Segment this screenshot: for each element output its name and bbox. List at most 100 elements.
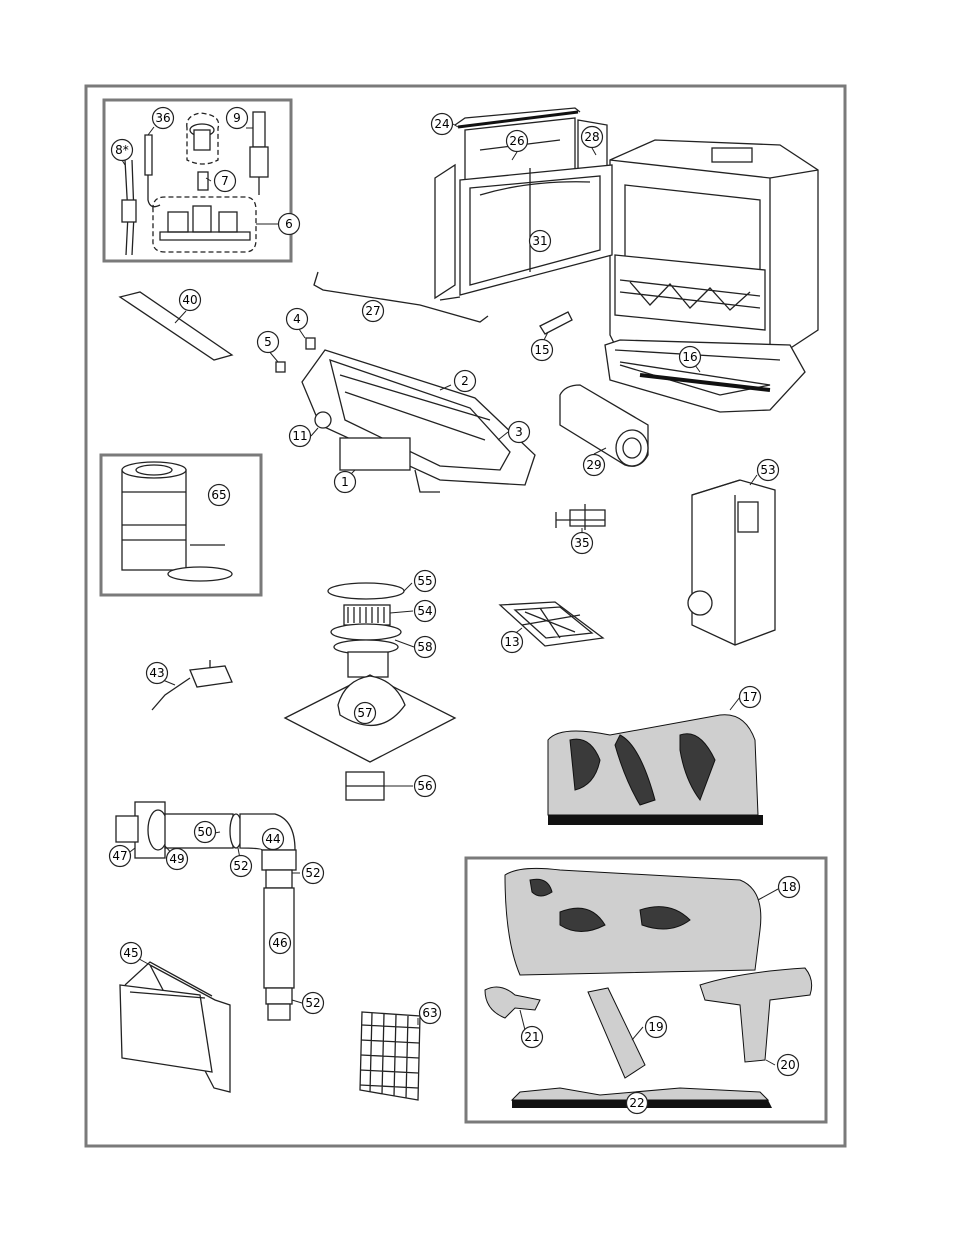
callout-circle	[413, 774, 437, 798]
callout-p56: 56	[413, 774, 437, 798]
part-43-illustration	[151, 660, 233, 711]
callout-p27: 27	[361, 299, 385, 323]
callout-circle	[738, 685, 762, 709]
callout-p46: 46	[268, 931, 292, 955]
callout-p8: 8*	[110, 138, 134, 162]
callout-circle	[413, 635, 437, 659]
callout-p52a: 52	[229, 854, 253, 878]
callout-p55: 55	[413, 569, 437, 593]
callout-circle	[285, 307, 309, 331]
part-45-illustration	[119, 961, 231, 1093]
callout-label: 52	[233, 859, 248, 873]
callout-circle	[301, 861, 325, 885]
callout-circle	[500, 630, 524, 654]
callout-label: 46	[272, 936, 287, 950]
part-53-illustration	[687, 479, 776, 646]
callout-p2: 2	[453, 369, 477, 393]
callout-p13: 13	[500, 630, 524, 654]
callout-label: 35	[574, 536, 589, 550]
callout-p4: 4	[285, 307, 309, 331]
callout-circle	[520, 1025, 544, 1049]
outer-border	[84, 84, 847, 1148]
callout-label: 28	[584, 130, 599, 144]
callout-label: 50	[197, 825, 212, 839]
callout-label: 21	[524, 1030, 539, 1044]
callout-circle	[277, 212, 301, 236]
callout-label: 16	[682, 350, 697, 364]
callout-label: 53	[760, 463, 775, 477]
callout-label: 20	[780, 1058, 795, 1072]
callout-circle	[301, 991, 325, 1015]
callout-circle	[225, 106, 249, 130]
callout-p28: 28	[580, 125, 604, 149]
callout-p22: 22	[625, 1091, 649, 1115]
callout-label: 44	[265, 832, 280, 846]
part-13-illustration	[498, 601, 605, 647]
callout-circle	[268, 931, 292, 955]
part-35-illustration	[555, 504, 606, 530]
callout-p1: 1	[333, 470, 357, 494]
callout-circle	[570, 531, 594, 555]
callout-label: 55	[417, 574, 432, 588]
callout-label: 1	[341, 475, 349, 489]
callout-label: 24	[434, 117, 449, 131]
callout-label: 5	[264, 335, 272, 349]
callout-circle	[530, 338, 554, 362]
callout-circle	[528, 229, 552, 253]
callout-p19: 19	[644, 1015, 668, 1039]
callout-label: 15	[534, 343, 549, 357]
callout-p24: 24	[430, 112, 454, 136]
callout-p65: 65	[207, 483, 231, 507]
part-15-illustration	[539, 311, 573, 335]
callout-p43: 43	[145, 661, 169, 685]
callout-label: 56	[417, 779, 432, 793]
callout-p52c: 52	[301, 991, 325, 1015]
callout-label: 65	[211, 488, 226, 502]
callout-circle	[288, 424, 312, 448]
callout-circle	[207, 483, 231, 507]
callout-p18: 18	[777, 875, 801, 899]
callout-p52b: 52	[301, 861, 325, 885]
callout-circle	[625, 1091, 649, 1115]
callout-p16: 16	[678, 345, 702, 369]
callout-label: 13	[504, 635, 519, 649]
callout-circle	[582, 453, 606, 477]
callout-p20: 20	[776, 1053, 800, 1077]
callout-circle	[418, 1001, 442, 1025]
callout-circle	[644, 1015, 668, 1039]
callout-label: 31	[532, 234, 547, 248]
callout-circle	[261, 827, 285, 851]
callout-circle	[507, 420, 531, 444]
rod-27-illustration	[313, 271, 489, 323]
callout-p54: 54	[413, 599, 437, 623]
callout-p31: 31	[528, 229, 552, 253]
burner-assembly-illustration	[301, 349, 536, 493]
vent-adapter-inset	[99, 453, 263, 597]
callout-p45: 45	[119, 941, 143, 965]
callout-label: 45	[123, 946, 138, 960]
callout-label: 17	[742, 690, 757, 704]
callout-label: 63	[422, 1006, 437, 1020]
callout-circle	[430, 112, 454, 136]
callout-label: 43	[149, 666, 164, 680]
callout-label: 6	[285, 217, 293, 231]
callout-label: 54	[417, 604, 432, 618]
bracket-40-illustration	[118, 291, 234, 361]
callout-p3: 3	[507, 420, 531, 444]
callout-p29: 29	[582, 453, 606, 477]
callout-label: 9	[233, 111, 241, 125]
callout-label: 52	[305, 996, 320, 1010]
callout-label: 29	[586, 458, 601, 472]
log-set-18-22-illustration	[484, 867, 813, 1108]
callout-label: 52	[305, 866, 320, 880]
callout-p44: 44	[261, 827, 285, 851]
callout-circle	[165, 847, 189, 871]
callout-p17: 17	[738, 685, 762, 709]
stove-body-illustration	[604, 139, 819, 413]
callout-label: 47	[112, 849, 127, 863]
callout-circle	[756, 458, 780, 482]
callout-circle	[776, 1053, 800, 1077]
callout-circle	[777, 875, 801, 899]
callout-p53: 53	[756, 458, 780, 482]
callout-circle	[353, 701, 377, 725]
